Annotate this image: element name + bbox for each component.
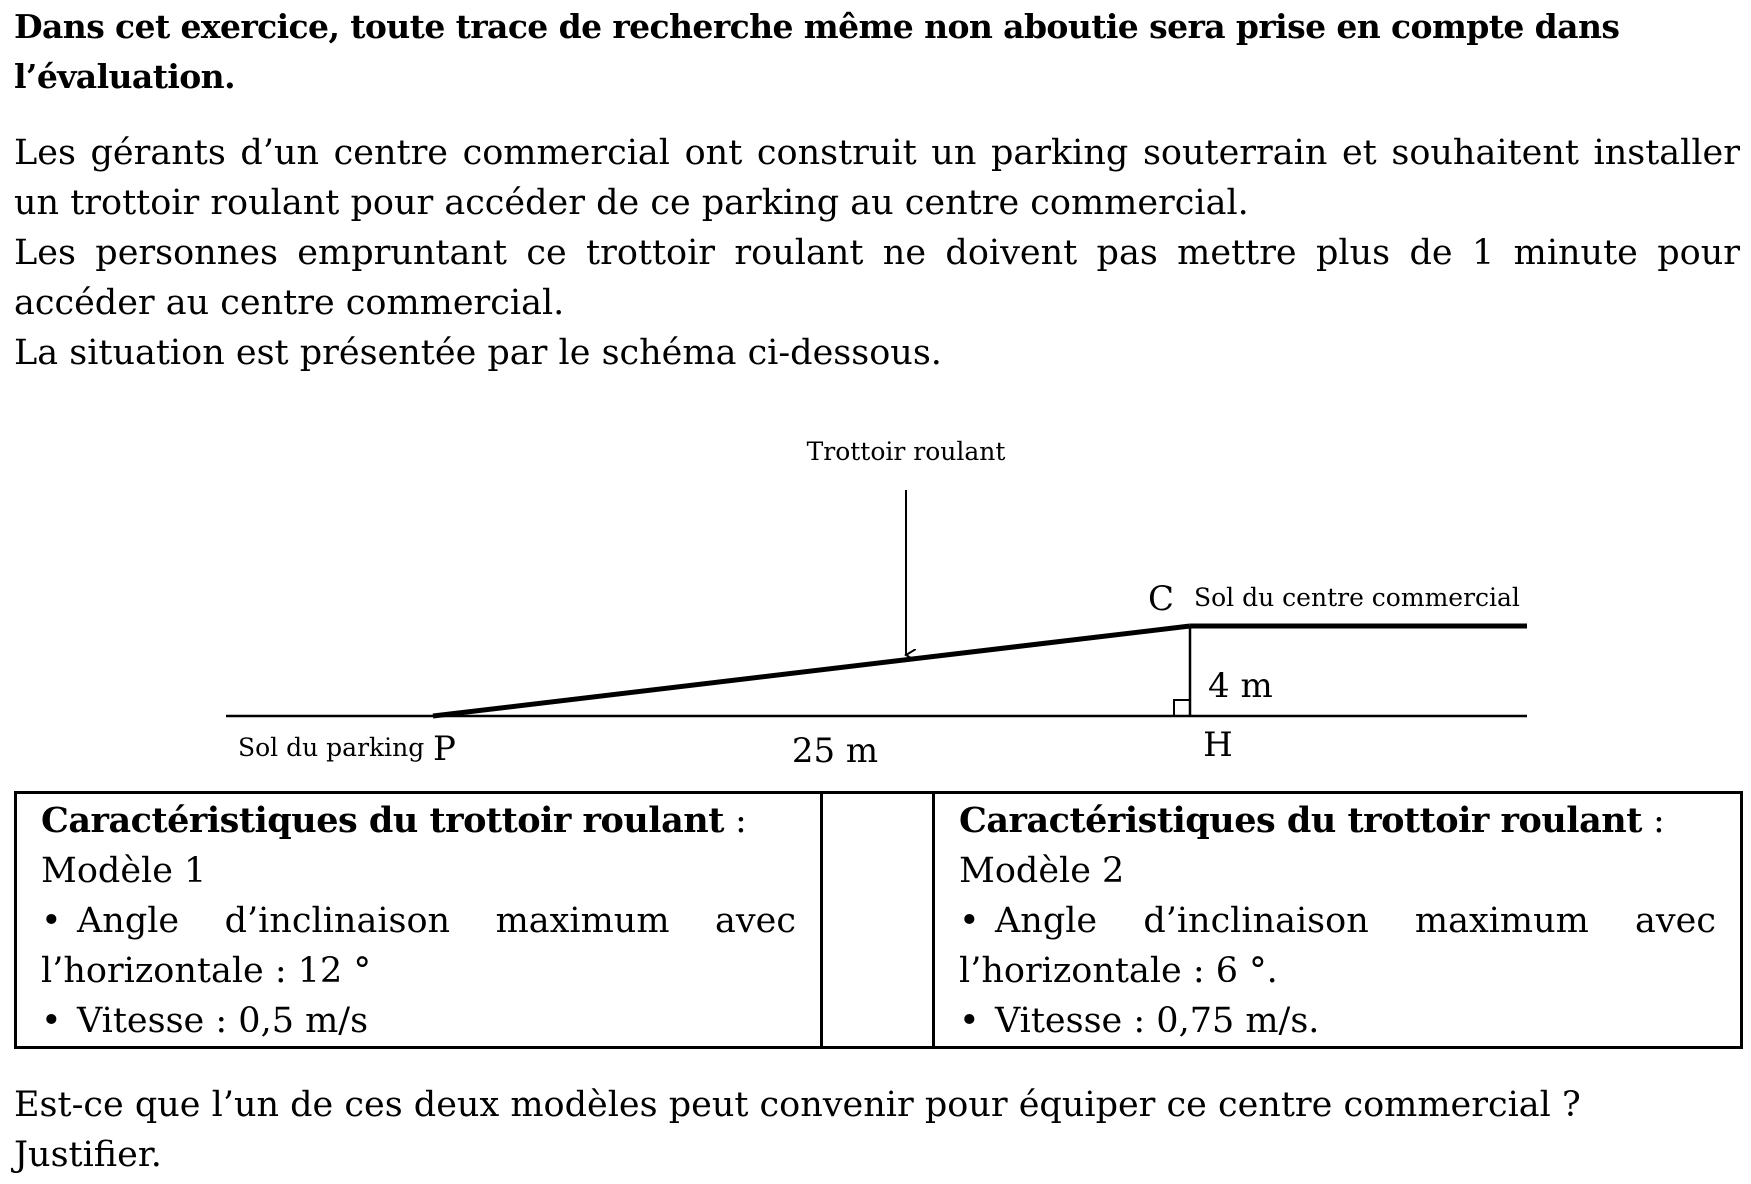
context-paragraph-2: Les personnes empruntant ce trottoir rou… [14,233,1740,323]
exercise-instruction: Dans cet exercice, toute trace de recher… [14,7,1620,96]
walkway-arrow-label: Trottoir roulant [807,437,1006,466]
context-paragraph-1: Les gérants d’un centre commercial ont c… [14,133,1740,223]
model-1-cell: Caractéristiques du trottoir roulant : M… [14,791,823,1049]
model-2-title-colon: : [1641,801,1665,841]
moving-walkway-ramp [432,623,1191,719]
question-text: Est-ce que l’un de ces deux modèles peut… [14,1085,1581,1125]
height-label: 4 m [1208,666,1273,706]
model-1-name: Modèle 1 [41,851,207,891]
model-2-title: Caractéristiques du trottoir roulant [959,800,1642,841]
context-paragraph-3: La situation est présentée par le schéma… [14,333,942,373]
base-length-label: 25 m [792,731,878,771]
model-2-speed: Vitesse : 0,75 m/s. [995,1001,1320,1041]
bullet-icon: • [959,901,980,941]
point-h-label: H [1203,725,1233,765]
right-angle-marker [1173,699,1190,716]
table-spacer-cell [820,791,935,1049]
point-p-label: P [433,729,456,769]
bullet-icon: • [41,1001,62,1041]
model-2-cell: Caractéristiques du trottoir roulant : M… [932,791,1743,1049]
model-1-title: Caractéristiques du trottoir roulant [41,800,724,841]
model-2-angle: Angle d’inclinaison maximum avec l’horiz… [959,901,1716,991]
bullet-icon: • [959,1001,980,1041]
models-table: Caractéristiques du trottoir roulant : M… [14,791,1743,1049]
parking-ground-label: Sol du parking [238,733,424,762]
model-1-title-colon: : [723,801,747,841]
point-c-label: C [1148,579,1174,619]
justify-instruction: Justifier. [14,1135,162,1175]
model-1-speed: Vitesse : 0,5 m/s [77,1001,369,1041]
bullet-icon: • [41,901,62,941]
mall-ground-label: Sol du centre commercial [1194,583,1520,612]
model-1-angle: Angle d’inclinaison maximum avec l’horiz… [41,901,796,991]
ramp-diagram: Trottoir roulant C Sol du centre commerc… [226,437,1527,771]
model-2-name: Modèle 2 [959,851,1125,891]
